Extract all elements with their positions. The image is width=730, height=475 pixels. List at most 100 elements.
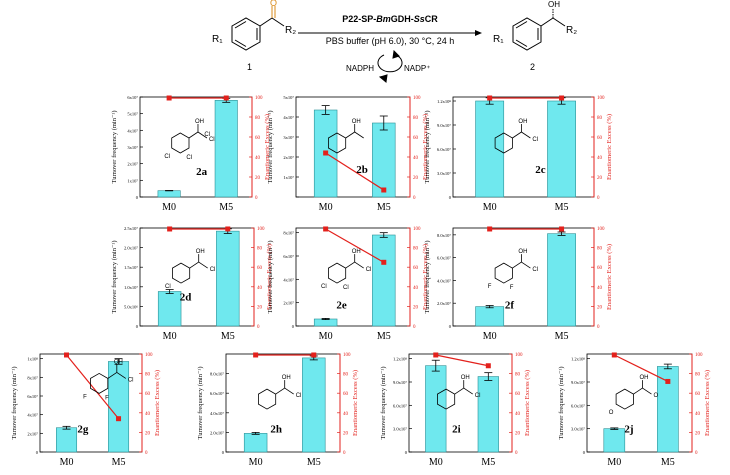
ee-point — [433, 352, 439, 358]
chart-panel-2a: 01x10⁷2x10⁷3x10⁷4x10⁷5x10⁷6x10⁷020406080… — [111, 95, 271, 213]
molecule-structure — [90, 364, 127, 394]
y2-tick-label: 40 — [257, 286, 263, 291]
y2-tick-label: 100 — [597, 227, 605, 232]
y-tick-label: 8x10⁷ — [27, 375, 38, 380]
y-axis-label: Turnover frequency (min⁻¹) — [380, 366, 387, 439]
y-tick-label: 4.0x10⁷ — [210, 411, 224, 416]
y-tick-label: 4x10⁷ — [283, 115, 294, 120]
benzene-ring — [327, 262, 347, 284]
side-chain-bond — [198, 261, 208, 269]
side-chain-bond — [521, 131, 531, 139]
y-tick-label: 9.0x10⁷ — [437, 123, 451, 128]
bar-m5 — [547, 100, 576, 198]
y2-tick-label: 60 — [515, 392, 521, 397]
y2-axis-label: Enantiomeric Excess (%) — [704, 370, 711, 436]
x-tick-label: M5 — [555, 331, 569, 342]
y-tick-label: 6x10⁷ — [283, 254, 294, 259]
x-tick-label: M5 — [555, 202, 569, 213]
chart-panel-2i: 03.0x10⁷6.0x10⁷9.0x10⁷1.2x10⁸02040608010… — [380, 352, 531, 468]
y2-tick-label: 20 — [515, 431, 521, 436]
y-tick-label: 8.0x10⁷ — [210, 372, 224, 377]
reaction-scheme: O R₁ R₂ 1 P22-SP-BmGDH-SsCR PBS buffer (… — [212, 0, 577, 83]
molecule-atom-label: OH — [518, 249, 527, 255]
y-tick-label: 0 — [583, 450, 586, 455]
ee-point — [487, 226, 493, 232]
side-chain-bond — [512, 131, 522, 139]
x-tick-label: M5 — [377, 331, 391, 342]
side-chain-bond — [107, 372, 118, 379]
bar-m5 — [477, 376, 499, 453]
y-axis-label: Turnover frequency (min⁻¹) — [424, 110, 431, 183]
molecule-structure — [615, 380, 652, 410]
x-tick-label: M5 — [219, 202, 233, 213]
y-tick-label: 5.0x10⁶ — [124, 304, 138, 309]
y-tick-label: 6.0x10⁷ — [437, 256, 451, 261]
ee-point — [665, 378, 671, 384]
benzene-ring — [171, 132, 190, 154]
x-tick-label: M5 — [307, 457, 321, 468]
molecule-structure — [494, 124, 531, 154]
bar-m0 — [56, 427, 78, 453]
ee-point — [487, 95, 493, 101]
y-tick-label: 2.0x10⁷ — [124, 246, 138, 251]
substrate-r2: R₂ — [285, 25, 296, 36]
compound-label: 2c — [535, 164, 546, 176]
y-tick-label: 5x10⁷ — [127, 112, 138, 117]
y2-tick-label: 40 — [145, 412, 151, 417]
compound-label: 2f — [505, 299, 515, 311]
compound-label: 2j — [624, 423, 633, 435]
side-chain-bond — [284, 387, 294, 395]
side-chain-bond — [189, 261, 199, 269]
benzene-ring — [171, 262, 191, 284]
y2-tick-label: 100 — [343, 353, 351, 358]
ee-point — [225, 226, 231, 232]
y2-tick-label: 0 — [597, 196, 600, 201]
ee-point — [559, 95, 565, 101]
x-tick-label: M5 — [221, 331, 235, 342]
y-tick-label: 6.0x10⁷ — [210, 391, 224, 396]
molecule-atom-label: F — [83, 394, 87, 400]
side-chain-bond — [345, 261, 355, 269]
molecule-structure — [257, 380, 294, 410]
molecule-atom-label: Cl — [343, 285, 349, 291]
y2-tick-label: 100 — [597, 96, 605, 101]
side-chain-bond — [188, 131, 199, 139]
molecule-atom-label: Cl — [165, 284, 171, 290]
ee-point — [323, 226, 329, 232]
ee-line — [325, 152, 385, 191]
y2-tick-label: 0 — [255, 196, 258, 201]
y-tick-label: 3x10⁷ — [283, 135, 294, 140]
cofactor-cycle — [377, 49, 403, 83]
chart-panel-2e: 02x10⁷4x10⁷6x10⁷8x10⁷020406080100Turnove… — [267, 226, 429, 342]
y-tick-label: 6x10⁷ — [27, 394, 38, 399]
y2-axis-label: Enantiomeric Excess (%) — [154, 370, 161, 436]
y2-tick-label: 100 — [413, 96, 421, 101]
conditions-label: PBS buffer (pH 6.0), 30 °C, 24 h — [326, 36, 455, 46]
y-axis-label: Turnover frequency (min⁻¹) — [267, 240, 274, 313]
y-tick-label: 2x10⁷ — [283, 301, 294, 306]
y2-tick-label: 40 — [413, 286, 419, 291]
product-structure — [512, 8, 566, 51]
compound-label: 2d — [180, 292, 192, 304]
y2-tick-label: 60 — [413, 136, 419, 141]
y-tick-label: 3x10⁷ — [127, 145, 138, 150]
y2-axis-label: Enantiomeric Excess (%) — [606, 244, 613, 310]
y-tick-label: 1.0x10⁷ — [124, 285, 138, 290]
x-tick-label: M5 — [112, 457, 126, 468]
ee-point — [64, 352, 70, 358]
benzene-ring — [494, 132, 513, 154]
y-tick-label: 4x10⁷ — [27, 413, 38, 418]
y2-tick-label: 100 — [255, 96, 263, 101]
y2-tick-label: 80 — [343, 373, 349, 378]
y2-tick-label: 80 — [257, 247, 263, 252]
molecule-atom-label: OH — [195, 119, 204, 125]
y2-tick-label: 20 — [597, 176, 603, 181]
y-tick-label: 0 — [449, 324, 452, 329]
molecule-atom-label: O — [653, 393, 658, 399]
chart-panel-2h: 02.0x10⁷4.0x10⁷6.0x10⁷8.0x10⁷02040608010… — [197, 352, 359, 468]
bar-m0 — [243, 433, 268, 453]
chart-panels: 01x10⁷2x10⁷3x10⁷4x10⁷5x10⁷6x10⁷020406080… — [11, 95, 711, 468]
x-tick-label: M5 — [661, 457, 675, 468]
substrate-structure — [231, 6, 285, 51]
